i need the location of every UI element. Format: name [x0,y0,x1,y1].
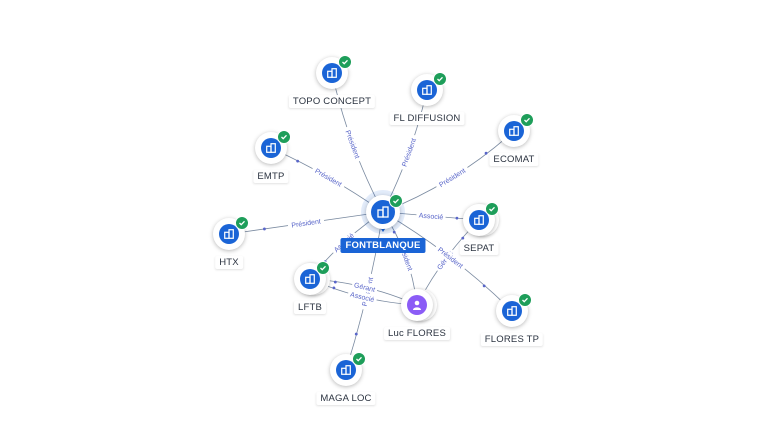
edge-label-bg [351,279,379,295]
building-icon [300,269,320,289]
node-label: Luc FLORES [384,327,450,340]
edge-arrow-marker [482,284,486,288]
node-label: TOPO CONCEPT [288,95,376,108]
node-circle[interactable] [401,289,433,321]
edge-label: Gérant [353,282,376,294]
node-label: FONTBLANQUE [340,238,426,253]
edge-label-bg [347,289,378,305]
edge-arrow-marker [484,151,488,155]
pin-marker [379,226,387,232]
verified-check-icon [518,293,532,307]
edge-arrow-marker [461,236,465,240]
verified-check-icon [485,202,499,216]
building-icon [219,224,239,244]
node-label: FLORES TP [480,333,544,346]
node-label: MAGA LOC [316,392,376,405]
node-label: LFTB [293,301,327,314]
edge-label: Président [291,218,321,229]
node-label: EMTP [253,170,289,183]
verified-check-icon [520,113,534,127]
edge-label-bg [310,164,347,191]
edge-label: Associé [418,212,443,221]
edge-label-bg [287,215,325,231]
building-icon [502,301,522,321]
edge-arrow-marker [333,280,337,284]
building-icon [504,121,524,141]
node-circle[interactable] [330,354,362,386]
edge-label-bg [342,125,364,163]
edge-arrow-marker [263,227,266,231]
building-icon [417,80,437,100]
edge-label-bg [433,242,468,273]
edge-arrow-marker [455,216,459,220]
edge-label: Président [343,129,360,159]
verified-check-icon [235,216,249,230]
edge-arrow-marker [332,286,336,290]
verified-check-icon [433,72,447,86]
node-label: HTX [215,256,243,269]
edge-arrow-marker [392,230,396,234]
node-circle[interactable] [411,74,443,106]
node-label: ECOMAT [489,153,539,166]
node-circle[interactable] [498,115,530,147]
building-icon [261,138,281,158]
verified-check-icon [389,194,403,208]
edge-label-bg [398,133,420,172]
person-icon [407,295,427,315]
node-label: FL DIFFUSION [389,112,465,125]
edge-arrow-marker [354,332,358,336]
node-circle[interactable] [463,204,495,236]
edge-fontblanque-topo [331,72,384,213]
building-icon [336,360,356,380]
edge-label-bg [434,164,471,191]
verified-check-icon [338,55,352,69]
edge-label-bg [416,210,446,222]
verified-check-icon [316,261,330,275]
verified-check-icon [352,352,366,366]
building-icon [469,210,489,230]
node-label: SEPAT [459,242,499,255]
building-icon [322,63,342,83]
edge-arrow-marker [296,159,300,163]
verified-check-icon [277,130,291,144]
